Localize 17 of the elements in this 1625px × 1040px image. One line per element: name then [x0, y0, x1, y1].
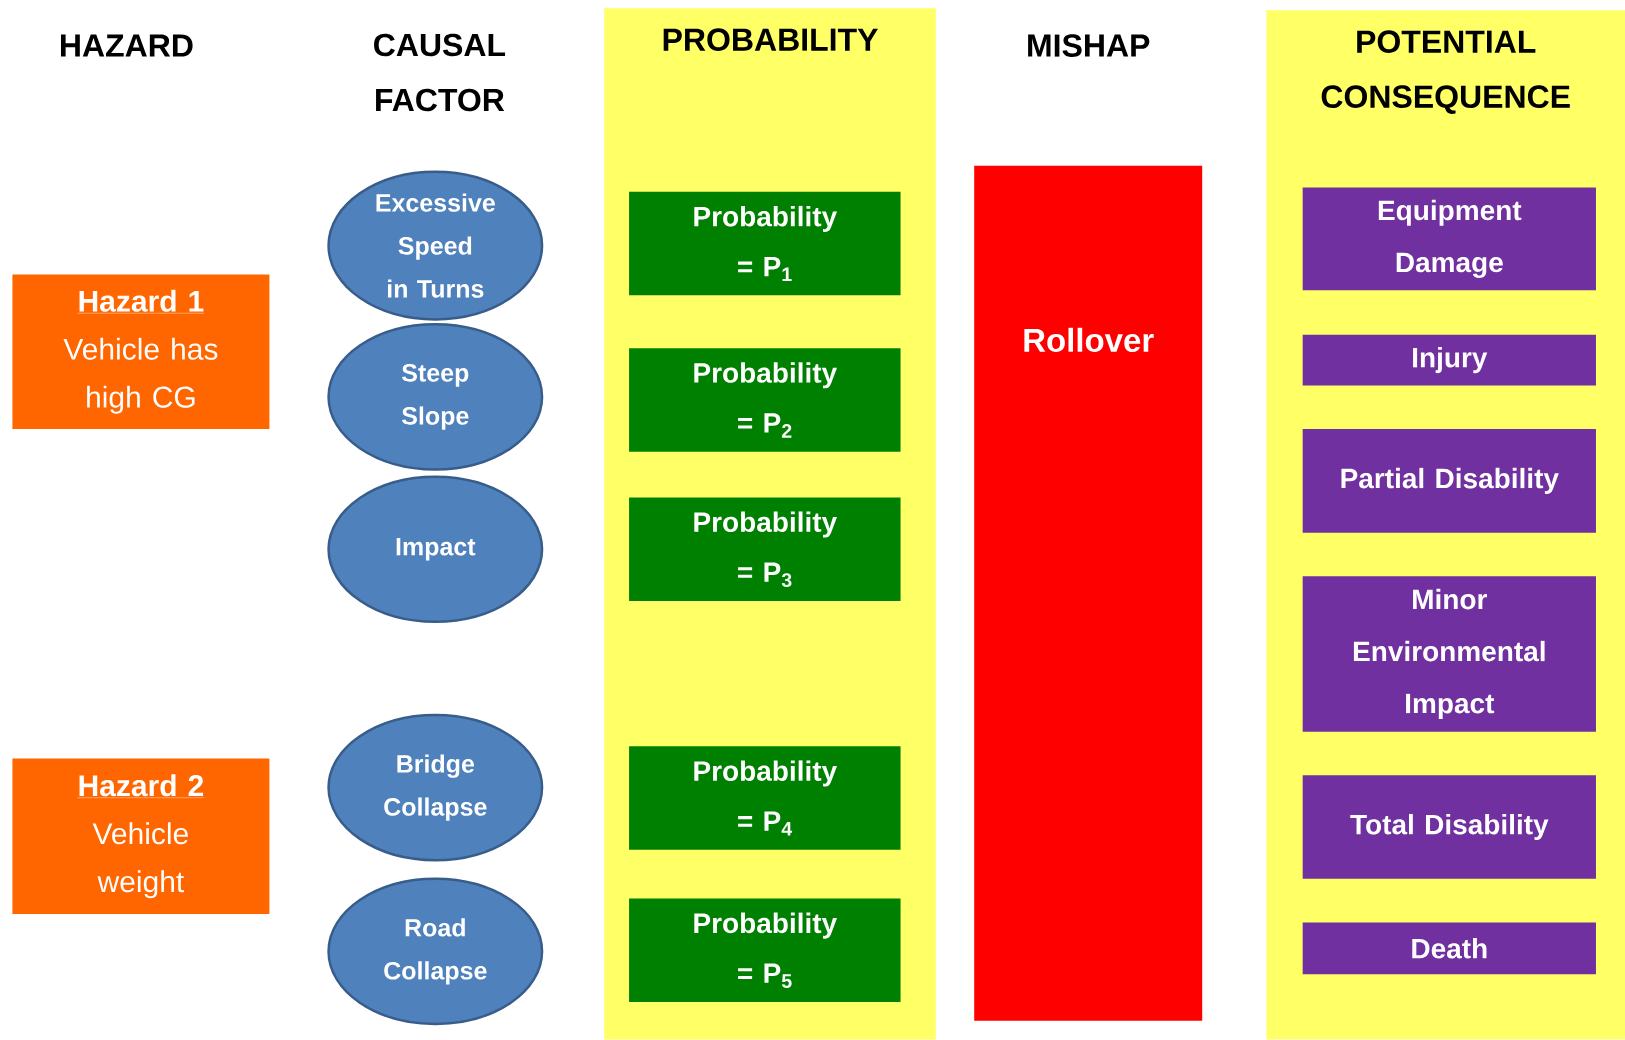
probability-box: Probability = P$_{4}$: [629, 746, 901, 850]
column-heading: CAUSAL FACTOR: [374, 33, 506, 112]
probability-box: Probability = P$_{5}$: [629, 898, 901, 1003]
column-heading: HAZARD: [61, 34, 193, 57]
probability-box: Probability = P$_{2}$: [629, 348, 901, 452]
consequence-box: Death: [1302, 922, 1596, 975]
mishap-box: Rollover: [974, 165, 1203, 1021]
consequence-box: Total Disability: [1302, 775, 1596, 879]
consequence-box: Partial Disability: [1302, 429, 1596, 533]
hazard-box: Hazard 1 Vehicle has high CG: [12, 274, 270, 429]
probability-box: Probability = P$_{3}$: [629, 497, 901, 602]
consequence-box: Equipment Damage: [1302, 187, 1596, 291]
probability-box: Probability = P$_{1}$: [629, 191, 901, 296]
hazard-box: Hazard 2 Vehicle weight: [12, 758, 270, 915]
consequence-box: Injury: [1302, 334, 1596, 386]
consequence-box: Minor Environmental Impact: [1302, 576, 1596, 732]
column-heading: MISHAP: [1028, 34, 1150, 57]
